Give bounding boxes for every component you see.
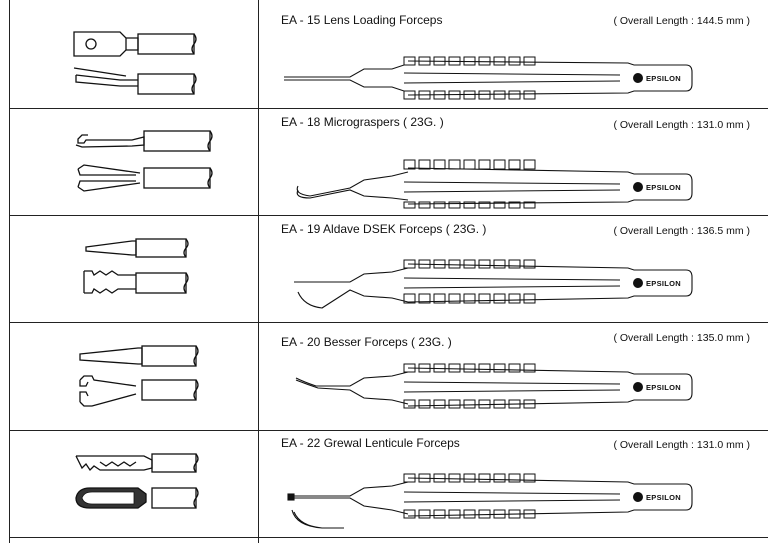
product-row: EA - 15 Lens Loading Forceps ( Overall L… (0, 0, 768, 108)
brand-label: EPSILON (646, 183, 681, 192)
micrograsper-tip-drawing (75, 130, 213, 192)
row-divider (9, 215, 768, 216)
overall-length: ( Overall Length : 136.5 mm ) (613, 225, 750, 237)
column-divider (258, 0, 259, 543)
product-title: EA - 19 Aldave DSEK Forceps ( 23G. ) (281, 222, 487, 236)
product-row: EA - 22 Grewal Lenticule Forceps ( Overa… (0, 430, 768, 537)
forceps-drawing: EPSILON (284, 56, 693, 100)
grewal-tip-drawing (75, 453, 199, 509)
overall-length: ( Overall Length : 144.5 mm ) (613, 15, 750, 27)
bottom-border (9, 537, 768, 538)
brand-label: EPSILON (646, 279, 681, 288)
overall-length: ( Overall Length : 131.0 mm ) (613, 439, 750, 451)
product-row: EA - 20 Besser Forceps ( 23G. ) ( Overal… (0, 322, 768, 430)
overall-length: ( Overall Length : 135.0 mm ) (613, 332, 750, 344)
brand-label: EPSILON (646, 74, 681, 83)
forceps-drawing: EPSILON (294, 259, 693, 309)
aldave-tip-drawing (83, 238, 189, 294)
overall-length: ( Overall Length : 131.0 mm ) (613, 119, 750, 131)
row-divider (9, 108, 768, 109)
product-title: EA - 15 Lens Loading Forceps (281, 13, 443, 27)
product-title: EA - 18 Micrograspers ( 23G. ) (281, 115, 444, 129)
product-title: EA - 22 Grewal Lenticule Forceps (281, 436, 460, 450)
product-row: EA - 18 Micrograspers ( 23G. ) ( Overall… (0, 108, 768, 215)
brand-label: EPSILON (646, 383, 681, 392)
product-title: EA - 20 Besser Forceps ( 23G. ) (281, 335, 452, 349)
forceps-drawing: EPSILON (295, 363, 693, 409)
row-divider (9, 322, 768, 323)
product-row: EA - 19 Aldave DSEK Forceps ( 23G. ) ( O… (0, 215, 768, 322)
lens-loading-tip-drawing (73, 31, 197, 95)
brand-label: EPSILON (646, 493, 681, 502)
forceps-drawing: EPSILON (296, 159, 693, 209)
besser-tip-drawing (79, 345, 199, 407)
forceps-drawing: EPSILON (287, 473, 693, 529)
left-border (9, 0, 10, 543)
row-divider (9, 430, 768, 431)
